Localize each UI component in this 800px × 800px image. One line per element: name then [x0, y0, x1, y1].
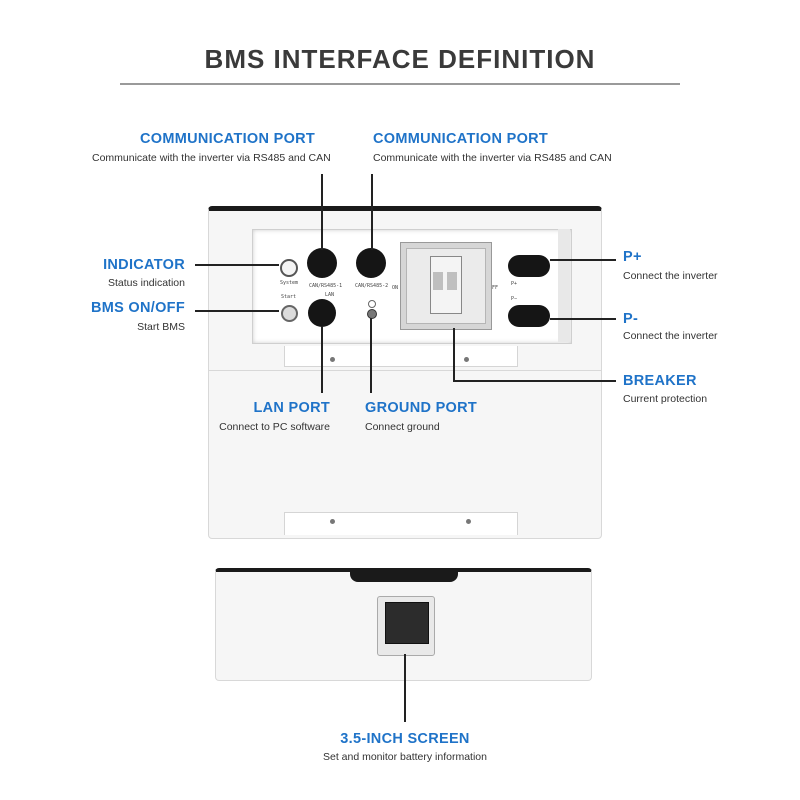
start-mark: Start — [281, 294, 297, 300]
bms-onoff-desc: Start BMS — [137, 321, 185, 333]
indicator-desc: Status indication — [107, 277, 185, 289]
upper-screw-left — [330, 357, 335, 362]
p-minus-desc: Connect the inverter — [623, 330, 718, 342]
panel-side-shadow — [558, 229, 570, 342]
can2-mark: CAN/RS485-2 — [355, 283, 389, 289]
screen-label: 3.5-INCH SCREEN — [340, 731, 470, 747]
ground-port-desc: Connect ground — [365, 421, 440, 433]
system-indicator-light — [280, 259, 298, 277]
can1-mark: CAN/RS485-1 — [309, 283, 343, 289]
pminus-mark: P− — [511, 296, 518, 302]
lan-mark: LAN — [325, 292, 335, 298]
breaker-label: BREAKER — [623, 373, 697, 389]
comm-port-2-desc: Communicate with the inverter via RS485 … — [373, 152, 612, 164]
comm-port-1-label: COMMUNICATION PORT — [140, 131, 316, 147]
leader-line-comm1 — [321, 174, 323, 250]
leader-line-comm2 — [371, 174, 373, 250]
ground-screw — [367, 309, 377, 319]
lcd-screen[interactable] — [385, 602, 429, 644]
title-divider — [120, 83, 680, 85]
leader-line-breaker-v — [453, 328, 455, 381]
comm-port-2-label: COMMUNICATION PORT — [373, 131, 549, 147]
leader-line-ground — [370, 318, 372, 393]
leader-line-breaker-h — [453, 380, 616, 382]
leader-line-pminus — [550, 318, 616, 320]
leader-line-pplus — [550, 259, 616, 261]
breaker-off-mark: FF — [492, 285, 499, 291]
lower-screw-right — [466, 519, 471, 524]
lan-port-label: LAN PORT — [253, 400, 330, 416]
upper-handle-slot — [284, 346, 518, 367]
ground-symbol-icon — [368, 300, 376, 308]
p-plus-terminal — [508, 255, 550, 277]
screen-module-notch — [350, 568, 458, 582]
can-rs485-1-connector — [307, 248, 337, 278]
can-rs485-2-connector — [356, 248, 386, 278]
lower-handle-slot — [284, 512, 518, 535]
p-minus-terminal — [508, 305, 550, 327]
pplus-mark: P+ — [511, 281, 518, 287]
leader-line-indicator — [195, 264, 279, 266]
system-mark: System — [280, 280, 299, 286]
ground-port-label: GROUND PORT — [365, 400, 478, 416]
start-button[interactable] — [281, 305, 298, 322]
p-plus-label: P+ — [623, 249, 642, 265]
bms-onoff-label: BMS ON/OFF — [90, 300, 185, 316]
upper-screw-right — [464, 357, 469, 362]
leader-line-screen — [404, 654, 406, 722]
lan-port-desc: Connect to PC software — [219, 421, 330, 433]
leader-line-lan — [321, 326, 323, 393]
screen-desc: Set and monitor battery information — [322, 751, 487, 763]
p-minus-label: P- — [623, 311, 639, 327]
breaker-toggle-1 — [433, 272, 443, 290]
p-plus-desc: Connect the inverter — [623, 270, 718, 282]
breaker-on-mark: ON — [392, 285, 399, 291]
lower-screw-left — [330, 519, 335, 524]
comm-port-1-desc: Communicate with the inverter via RS485 … — [92, 152, 331, 164]
leader-line-onoff — [195, 310, 279, 312]
breaker-toggle-2 — [447, 272, 457, 290]
breaker-desc: Current protection — [623, 393, 708, 405]
battery-module-body — [208, 370, 602, 539]
page-title: BMS INTERFACE DEFINITION — [204, 44, 596, 74]
lan-connector — [308, 299, 336, 327]
indicator-label: INDICATOR — [103, 257, 185, 273]
